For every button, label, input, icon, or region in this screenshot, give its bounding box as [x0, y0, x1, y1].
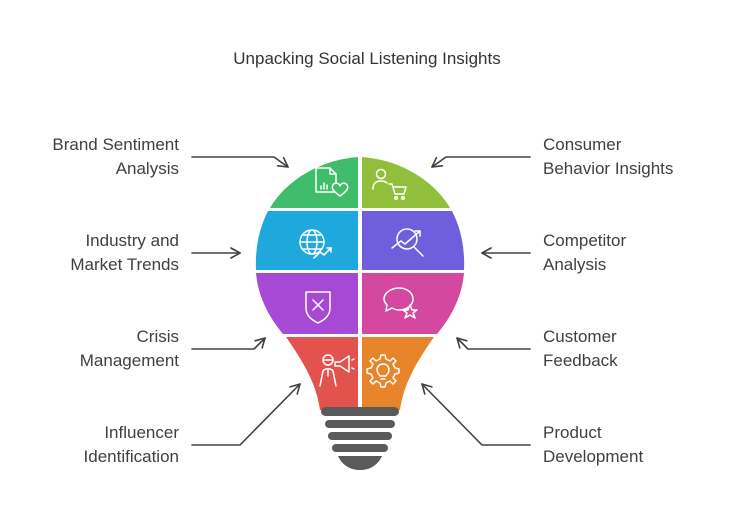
arrow-customer-feedback	[456, 337, 531, 350]
person-cart-icon	[372, 168, 407, 201]
diagram-title: Unpacking Social Listening Insights	[233, 49, 501, 68]
arrow-crisis-management	[191, 337, 266, 350]
label-consumer-behavior: Consumer Behavior Insights	[543, 135, 674, 178]
shield-x-icon	[305, 291, 331, 324]
segment-competitor-analysis	[362, 211, 465, 270]
segment-brand-sentiment	[270, 157, 358, 208]
arrows	[191, 156, 531, 446]
label-industry-trends: Industry and Market Trends	[70, 231, 179, 274]
label-customer-feedback: Customer Feedback	[543, 327, 618, 370]
arrow-influencer-identification	[191, 383, 301, 446]
arrow-product-development	[421, 383, 531, 446]
megaphone-person-icon	[319, 354, 355, 387]
label-competitor-analysis: Competitor Analysis	[543, 231, 627, 274]
gear-bulb-icon	[366, 354, 400, 388]
segment-crisis-management	[256, 273, 358, 334]
label-crisis-management: Crisis Management	[79, 327, 179, 370]
bulb-base	[321, 407, 399, 470]
label-brand-sentiment: Brand Sentiment Analysis	[52, 135, 179, 178]
label-product-development: Product Development	[543, 423, 644, 466]
chat-star-icon	[383, 287, 418, 319]
segment-customer-feedback	[362, 273, 464, 334]
globe-trend-icon	[299, 229, 332, 259]
document-heart-icon	[315, 167, 349, 197]
magnifier-chart-icon	[391, 228, 424, 257]
arrow-consumer-behavior	[431, 156, 531, 168]
arrow-brand-sentiment	[191, 156, 289, 168]
label-influencer-identification: Influencer Identification	[83, 423, 179, 466]
